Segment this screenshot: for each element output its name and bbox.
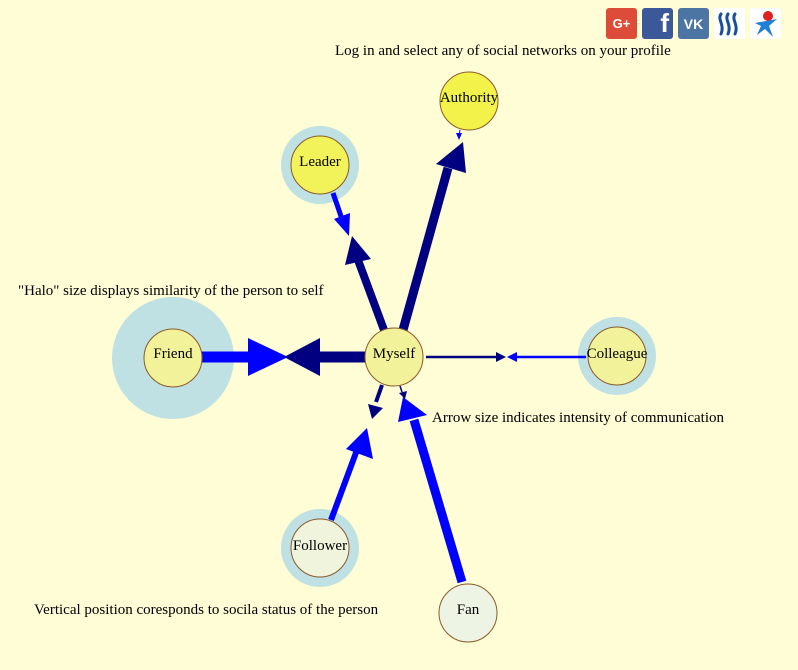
edge-myself-to-leader bbox=[354, 258, 388, 332]
arrowhead-myself-to-authority bbox=[436, 142, 466, 173]
arrowhead-fan-to-myself bbox=[398, 397, 427, 422]
edge-myself-to-fan bbox=[399, 385, 403, 393]
node-follower[interactable]: Follower bbox=[290, 518, 350, 578]
node-leader[interactable]: Leader bbox=[290, 135, 350, 195]
vertical-note: Vertical position coresponds to socila s… bbox=[34, 602, 379, 618]
arrowhead-colleague-to-myself bbox=[507, 352, 517, 362]
steemit-icon[interactable] bbox=[714, 8, 745, 39]
halo-note: "Halo" size displays similarity of the p… bbox=[18, 283, 324, 299]
node-label-authority: Authority bbox=[440, 90, 499, 106]
arrowhead-friend-to-myself bbox=[248, 338, 288, 376]
arrowhead-myself-to-colleague bbox=[496, 352, 506, 362]
arrowhead-myself-to-follower bbox=[368, 404, 383, 419]
facebook-icon[interactable]: f bbox=[642, 8, 673, 39]
node-fan[interactable]: Fan bbox=[438, 583, 498, 643]
node-label-fan: Fan bbox=[457, 602, 480, 618]
arrow-note: Arrow size indicates intensity of commun… bbox=[432, 410, 725, 426]
edge-fan-to-myself bbox=[409, 418, 467, 584]
edge-myself-to-follower bbox=[374, 384, 384, 403]
node-colleague[interactable]: Colleague bbox=[587, 326, 648, 386]
social-network-bar: G+ f VK bbox=[606, 8, 781, 39]
vkontakte-icon[interactable]: VK bbox=[678, 8, 709, 39]
edge-myself-to-authority bbox=[398, 166, 453, 332]
edge-follower-to-myself bbox=[328, 448, 360, 522]
login-note: Log in and select any of social networks… bbox=[335, 43, 671, 59]
node-label-myself: Myself bbox=[373, 346, 416, 362]
node-label-follower: Follower bbox=[293, 538, 347, 554]
arrowhead-myself-to-friend bbox=[284, 338, 320, 376]
node-label-leader: Leader bbox=[299, 154, 341, 170]
arrowhead-myself-to-fan bbox=[399, 391, 407, 399]
arrowhead-follower-to-myself bbox=[346, 428, 373, 459]
node-myself[interactable]: Myself bbox=[364, 327, 424, 387]
arrowhead-myself-to-leader bbox=[345, 236, 371, 265]
node-authority[interactable]: Authority bbox=[439, 71, 499, 131]
arrowhead-authority-to-myself bbox=[456, 133, 462, 140]
node-friend[interactable]: Friend bbox=[143, 328, 203, 388]
node-label-colleague: Colleague bbox=[587, 346, 648, 362]
google-plus-icon[interactable]: G+ bbox=[606, 8, 637, 39]
node-label-friend: Friend bbox=[153, 346, 193, 362]
arrowhead-leader-to-myself bbox=[334, 213, 350, 236]
other-network-icon[interactable] bbox=[750, 8, 781, 39]
